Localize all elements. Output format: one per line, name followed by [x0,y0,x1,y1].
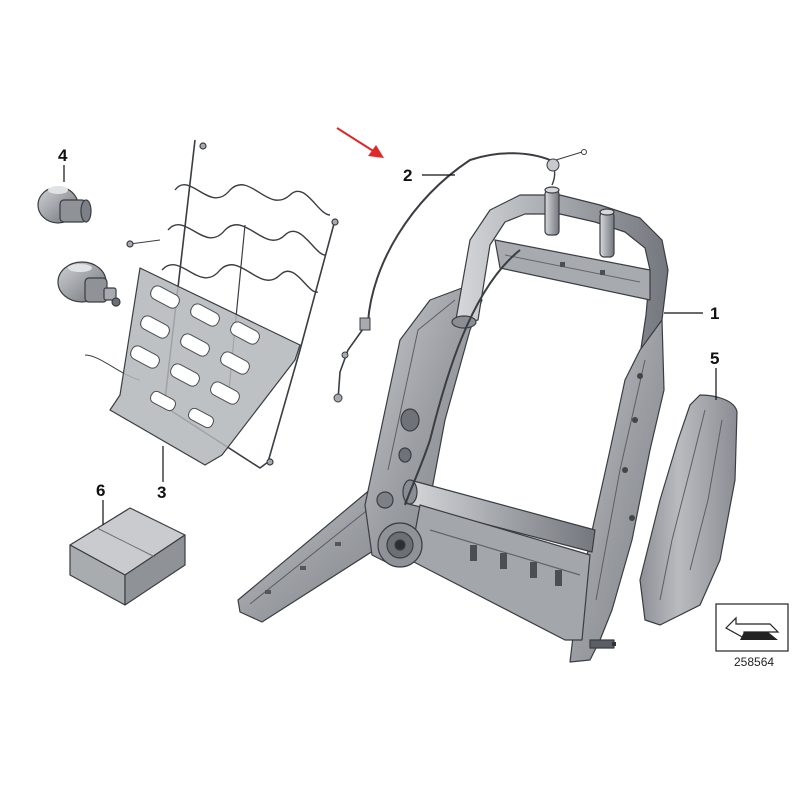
callout-side-panel: 5 [710,349,720,368]
knob-large [57,261,121,307]
frame-bolt [589,639,616,649]
frame-right-member [569,319,665,663]
orientation-arrow-icon [715,603,789,652]
frame-part [237,186,669,663]
headrest-guide-left [544,189,560,236]
callout-spring-mat: 3 [157,483,167,502]
callout-cable: 2 [403,166,413,185]
callout-box: 6 [96,481,106,500]
spring-mat-part [84,139,339,469]
callout-knob: 4 [58,146,68,165]
cable-part [333,149,587,403]
side-panel-part [639,394,738,626]
frame-upper-cross [494,239,651,301]
red-arrow-icon [336,127,384,158]
box-side [124,534,186,606]
knob-small [37,186,92,224]
box-part [69,507,186,606]
leader-lines [63,165,717,525]
headrest-guide-right [599,211,615,258]
knob-part [37,186,121,307]
frame-inner-cable [404,249,521,506]
recliner-mechanism [376,491,423,568]
reference-number: 258564 [734,655,775,669]
spring-mat-panel [109,267,301,466]
callout-frame: 1 [710,304,720,323]
